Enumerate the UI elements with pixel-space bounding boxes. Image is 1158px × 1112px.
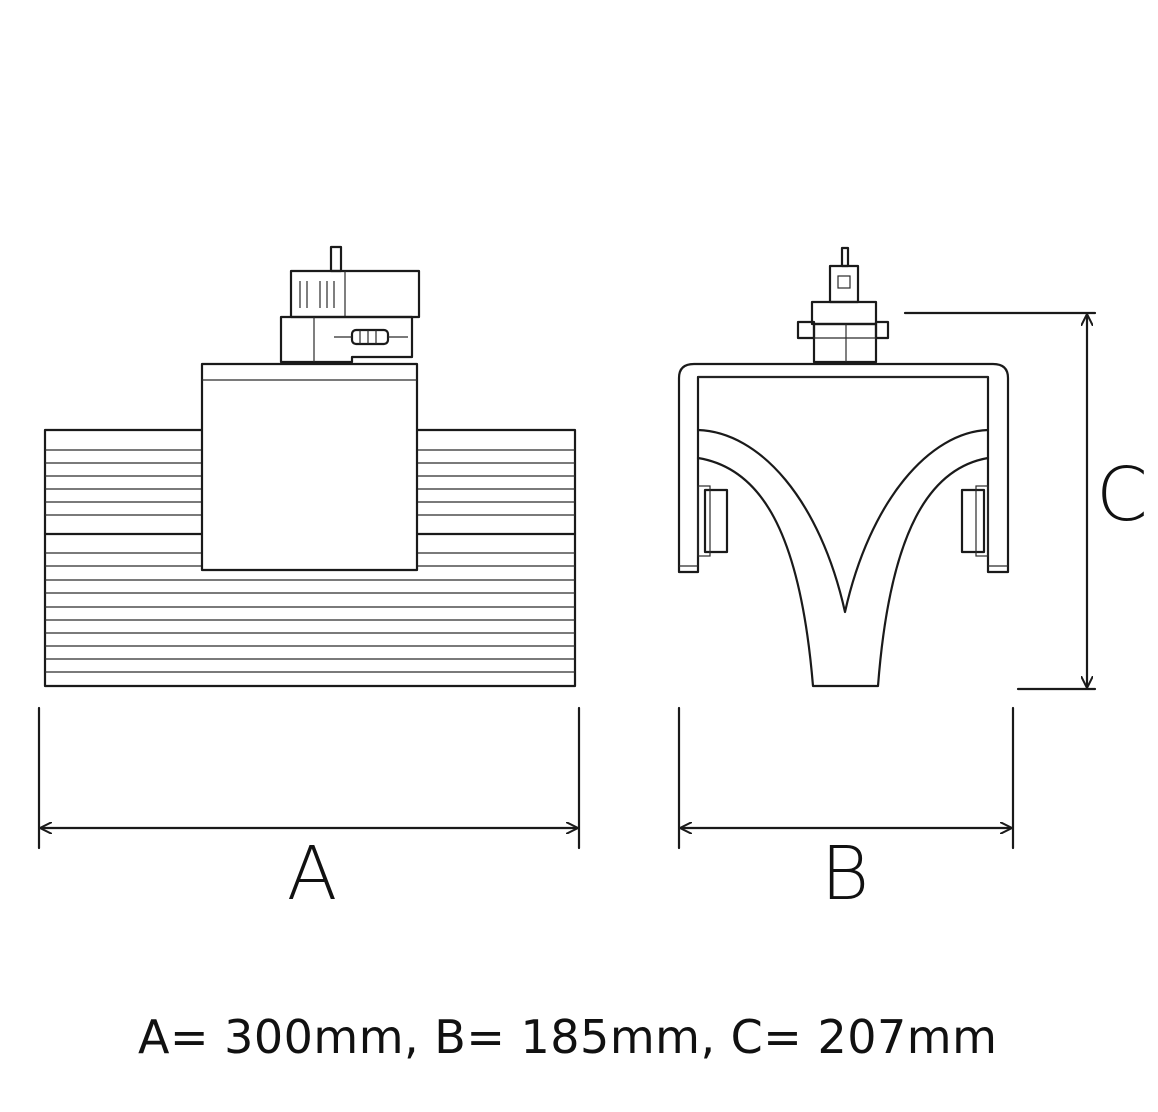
side-brackets bbox=[697, 485, 989, 557]
side-arms bbox=[696, 428, 990, 688]
dimensions-caption: A= 300mm, B= 185mm, C= 207mm bbox=[138, 1010, 998, 1064]
side-track-adapter bbox=[796, 246, 890, 364]
front-driver-box bbox=[200, 362, 419, 572]
label-a: A bbox=[287, 831, 338, 917]
label-c: C bbox=[1096, 452, 1148, 538]
side-view bbox=[677, 246, 1010, 688]
front-track-adapter bbox=[279, 245, 421, 364]
dimension-c bbox=[903, 311, 1097, 691]
front-view bbox=[43, 245, 577, 688]
side-housing bbox=[677, 362, 1010, 574]
dimension-b bbox=[677, 706, 1015, 850]
dimension-a bbox=[37, 706, 581, 850]
label-b: B bbox=[821, 831, 869, 917]
